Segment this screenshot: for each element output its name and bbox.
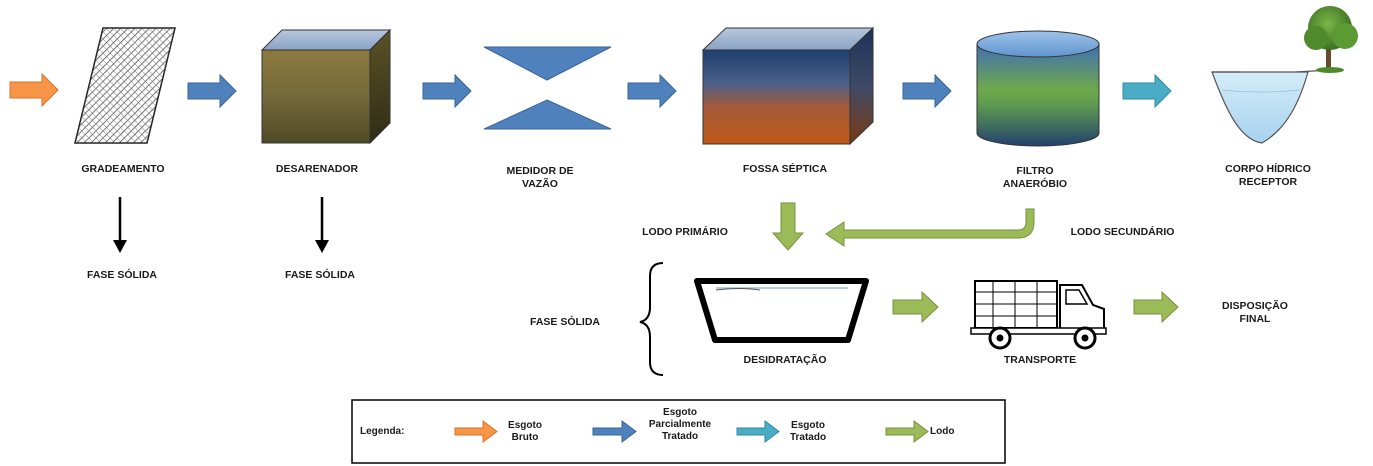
label-filtro-anaerobio: FILTRO ANAERÓBIO [1002, 165, 1068, 190]
filtro-anaerobio-cylinder-icon [976, 30, 1100, 147]
arrow-esgoto-tratado [1122, 73, 1172, 109]
legend-title: Legenda: [360, 426, 405, 437]
label-fase-solida-group: FASE SÓLIDA [529, 316, 600, 328]
arrow-parcial-2 [422, 73, 472, 109]
legend-arrow-lodo [885, 420, 929, 443]
legend-label-parcial: Esgoto Parcialmente Tratado [648, 407, 712, 442]
arrow-parcial-1 [187, 73, 237, 109]
label-disposicao-final: DISPOSIÇÃO FINAL [1222, 300, 1288, 325]
tree-trunk [1326, 30, 1331, 70]
arrow-solid-phase-2 [315, 197, 329, 253]
label-medidor-vazao: MEDIDOR DE VAZÃO [506, 165, 574, 190]
legend-arrow-parcial [592, 420, 637, 443]
fossa-septica-tank-icon [701, 26, 875, 146]
arrow-lodo-1 [892, 290, 939, 324]
legend-label-tratado: Esgoto Tratado [789, 420, 827, 443]
label-transporte: TRANSPORTE [1003, 354, 1077, 366]
arrow-lodo-primario [771, 202, 805, 251]
arrow-parcial-3 [627, 73, 677, 109]
label-desidratacao: DESIDRATAÇÃO [743, 354, 827, 366]
legend-label-bruto: Esgoto Bruto [508, 420, 542, 443]
label-lodo-primario: LODO PRIMÁRIO [642, 226, 728, 238]
label-fossa-septica: FOSSA SÉPTICA [742, 163, 828, 175]
label-fase-solida-1: FASE SÓLIDA [86, 269, 157, 281]
arrow-parcial-4 [902, 73, 952, 109]
desidratacao-basin-icon [694, 278, 869, 343]
medidor-vazao-icon [483, 46, 612, 130]
legend-arrow-bruto [454, 420, 498, 443]
legend-label-lodo: Lodo [930, 426, 955, 437]
arrow-lodo-secundario [825, 208, 1035, 247]
fase-solida-brace [639, 262, 664, 376]
label-desarenador: DESARENADOR [275, 163, 359, 175]
desarenador-tank-icon [260, 28, 392, 145]
corpo-hidrico-icon [1211, 6, 1358, 144]
legend-arrow-tratado [736, 420, 780, 443]
arrow-esgoto-bruto [9, 72, 59, 108]
gradeamento-screen-icon [74, 27, 176, 144]
label-gradeamento: GRADEAMENTO [81, 163, 165, 175]
arrow-solid-phase-1 [113, 197, 127, 253]
arrow-lodo-2 [1133, 290, 1179, 324]
label-fase-solida-2: FASE SÓLIDA [284, 269, 355, 281]
truck-icon [970, 280, 1107, 350]
label-lodo-secundario: LODO SECUNDÁRIO [1070, 226, 1175, 238]
label-corpo-hidrico: CORPO HÍDRICO RECEPTOR [1225, 163, 1311, 188]
